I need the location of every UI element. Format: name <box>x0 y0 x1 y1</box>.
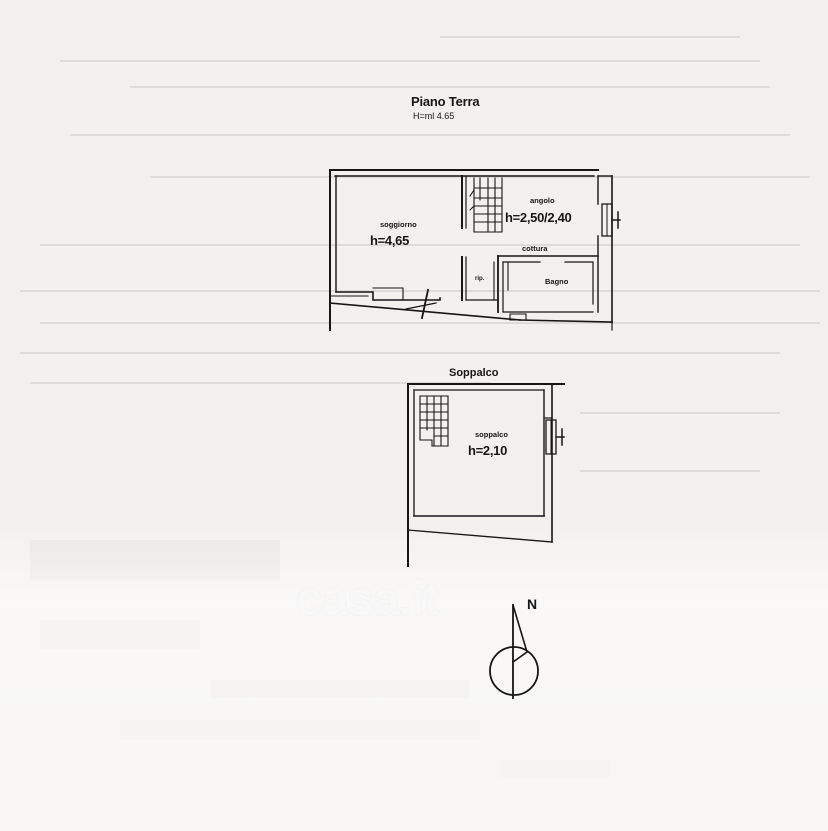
compass-north-label: N <box>527 596 538 612</box>
room-height-soppalco: h=2,10 <box>468 443 508 458</box>
room-height-angolo: h=2,50/2,40 <box>505 210 572 225</box>
bleed-through-line <box>60 60 760 62</box>
mezzanine-title: Soppalco <box>449 367 499 379</box>
bleed-through-line <box>20 290 820 292</box>
bleed-through-line <box>20 352 780 354</box>
bleed-through-line <box>580 412 780 414</box>
bleed-through-line <box>150 176 810 178</box>
room-height-soggiorno: h=4,65 <box>370 233 410 248</box>
plan-height-note: H=ml 4.65 <box>413 111 455 121</box>
bleed-through-line <box>440 36 740 38</box>
bleed-through-line <box>40 322 820 324</box>
north-compass <box>489 604 539 699</box>
bleed-through-line <box>40 244 800 246</box>
casa-it-watermark: casa.it <box>296 572 439 627</box>
bleed-through-line <box>130 86 770 88</box>
room-label-bagno: Bagno <box>545 277 569 286</box>
bleed-through-line <box>70 134 790 136</box>
room-label-soggiorno: soggiorno <box>380 220 417 229</box>
watermark-text: casa.it <box>296 573 439 626</box>
room-label-ripostiglio: rip. <box>475 276 485 282</box>
mezzanine-walls <box>407 383 565 567</box>
room-label-soppalco: soppalco <box>475 430 508 439</box>
bleed-through-line <box>580 470 760 472</box>
bleed-through-line <box>30 382 490 384</box>
plan-title: Piano Terra <box>411 94 480 109</box>
room-label-cottura: cottura <box>522 244 548 253</box>
scan-glare <box>0 525 828 831</box>
ground-floor-walls <box>329 169 621 331</box>
room-label-angolo: angolo <box>530 196 555 205</box>
